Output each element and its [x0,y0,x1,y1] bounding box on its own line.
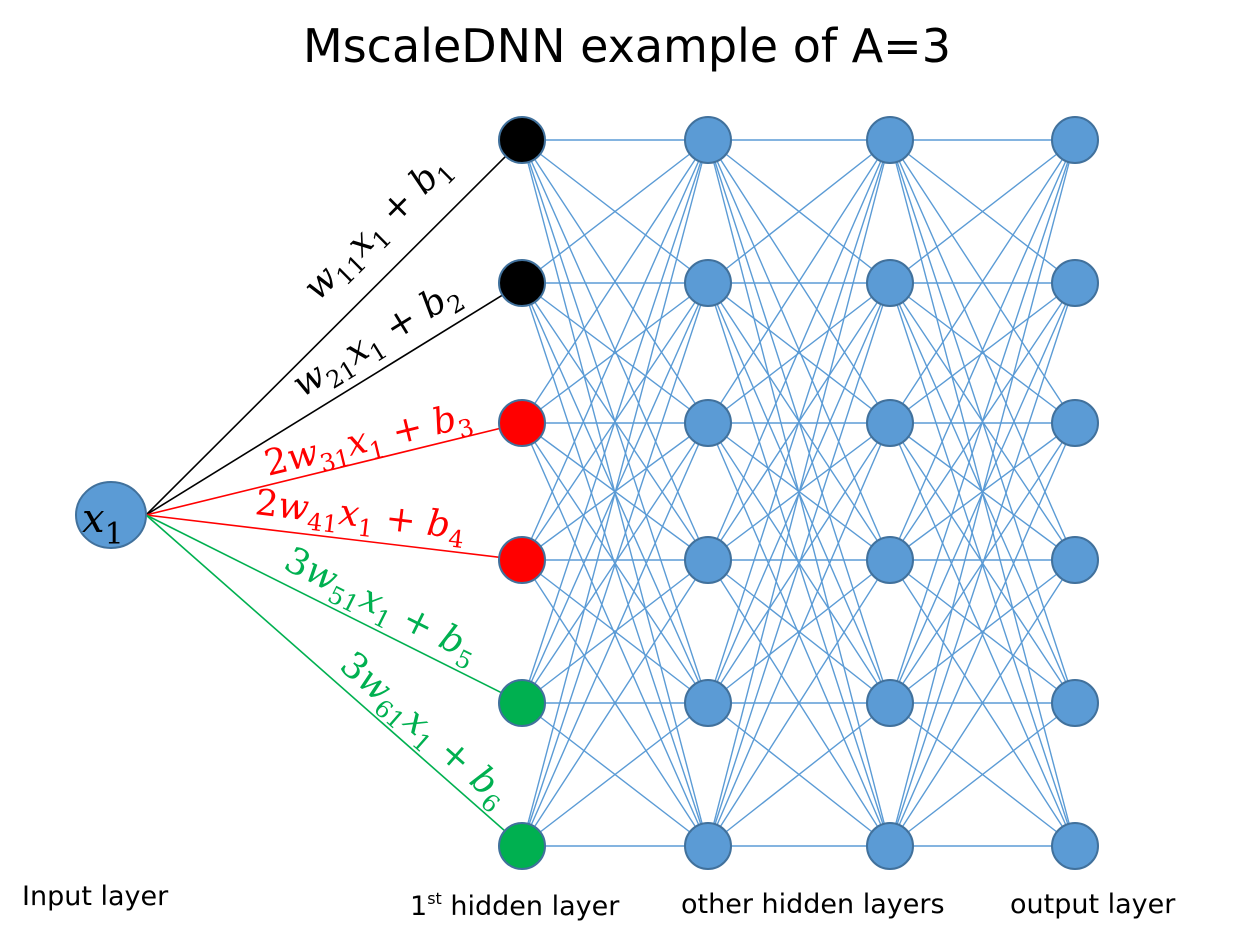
hidden-node [684,822,732,870]
first-hidden-node [498,116,546,164]
output-layer-label: output layer [1010,889,1176,920]
input-edges [145,139,523,847]
connection-line [521,702,709,847]
connection-line [521,282,709,847]
input-layer-label: Input layer [22,881,169,912]
input-edge [145,282,523,516]
hidden-node [684,116,732,164]
connection-line [889,282,1076,424]
connection-line [889,422,1076,847]
input-edge [145,514,523,704]
other-hidden-layers-label: other hidden layers [681,889,945,920]
hidden-node [684,399,732,447]
connection-line [521,282,709,424]
first-hidden-node [498,536,546,584]
connection-line [889,139,1076,424]
first-hidden-node [498,822,546,870]
connection-line [889,559,1076,704]
connection-line [521,139,709,424]
connection-line [521,559,709,704]
connection-line [707,282,891,847]
connection-line [707,139,891,847]
output-node [1051,822,1099,870]
hidden-node [866,259,914,307]
first-hidden-node [498,259,546,307]
edge-formula-label: 2w41x1 + b4 [252,482,467,554]
hidden-node [684,259,732,307]
input-edge [145,514,523,561]
connection-line [889,702,1076,847]
connection-line [889,139,1076,561]
connection-line [707,422,891,847]
output-node [1051,679,1099,727]
hidden-node [684,536,732,584]
connection-line [521,139,709,284]
connection-line [707,702,891,847]
connection-line [707,559,891,847]
connection-line [521,139,709,561]
connection-line [889,559,1076,847]
connection-line [707,139,891,424]
hidden-node [866,536,914,584]
connection-line [707,139,891,704]
connection-line [521,559,709,847]
first-hidden-layer-label: 1st hidden layer [410,889,620,922]
edge-formula-label: 3w51x1 + b5 [275,539,485,676]
input-edge [145,139,523,516]
connection-line [707,282,891,424]
output-node [1051,116,1099,164]
output-node [1051,399,1099,447]
hidden-node [866,822,914,870]
first-hidden-node [498,679,546,727]
connection-line [889,139,1076,847]
output-node [1051,259,1099,307]
input-node-label: x1 [82,496,124,552]
hidden-connections [521,139,1076,847]
connection-line [707,139,891,561]
connection-line [889,282,1076,847]
connection-line [707,559,891,704]
first-hidden-node [498,399,546,447]
edge-formula-label: 3w61x1 + b6 [328,644,518,819]
input-node [75,481,147,549]
input-edge [145,514,523,847]
connection-line [889,139,1076,284]
diagram-title: MscaleDNN example of A=3 [303,19,951,73]
connection-line [889,139,1076,704]
connection-line [521,139,709,847]
connection-line [521,422,709,847]
hidden-node [684,679,732,727]
hidden-node [866,679,914,727]
network-nodes [75,116,1099,870]
hidden-node [866,116,914,164]
connection-line [707,139,891,284]
input-edge [145,422,523,516]
connection-line [521,139,709,704]
hidden-node [866,399,914,447]
output-node [1051,536,1099,584]
